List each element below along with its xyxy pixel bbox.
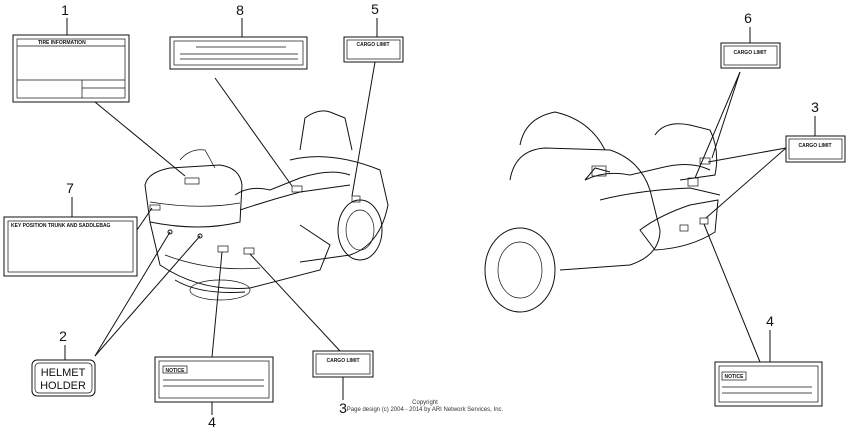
cargo-limit-text-6: CARGO LIMIT: [733, 50, 766, 56]
callout-3-bottom: 3: [339, 400, 347, 416]
label-5-cargo-limit[interactable]: CARGO LIMIT: [343, 36, 404, 63]
label-6-cargo-limit[interactable]: CARGO LIMIT: [720, 42, 781, 69]
callout-1: 1: [61, 2, 69, 18]
helmet-text-line1: HELMET: [41, 367, 86, 379]
label-4-notice-right[interactable]: NOTICE: [714, 361, 823, 407]
cargo-limit-text-5: CARGO LIMIT: [356, 42, 389, 48]
cargo-limit-text-3a: CARGO LIMIT: [798, 143, 831, 149]
callout-7: 7: [66, 180, 74, 196]
helmet-text-line2: HOLDER: [40, 380, 86, 392]
callout-2: 2: [59, 328, 67, 344]
callout-6: 6: [744, 10, 752, 26]
cargo-limit-text-3b: CARGO LIMIT: [326, 358, 359, 364]
key-position-text: KEY POSITION TRUNK AND SADDLEBAG: [11, 223, 111, 229]
leader-lines: [94, 61, 787, 363]
motorcycle-rear-view: [144, 110, 389, 301]
label-8-warning[interactable]: [169, 36, 308, 70]
label-4-notice-left[interactable]: NOTICE: [154, 356, 274, 403]
notice-text-right: NOTICE: [725, 374, 745, 380]
callout-4-right: 4: [766, 313, 774, 329]
tire-information-text: TIRE INFORMATION: [38, 40, 86, 46]
callout-3-right: 3: [811, 99, 819, 115]
label-7-key-position[interactable]: KEY POSITION TRUNK AND SADDLEBAG: [3, 216, 138, 277]
label-tire-information[interactable]: TIRE INFORMATION: [12, 34, 130, 103]
label-2-helmet-holder[interactable]: HELMET HOLDER: [31, 359, 96, 397]
callout-8: 8: [236, 2, 244, 18]
notice-text-left: NOTICE: [166, 368, 186, 374]
copyright-line1: Copyright: [412, 400, 438, 406]
copyright-line2: Page design (c) 2004 - 2014 by ARI Netwo…: [347, 407, 504, 413]
label-3-cargo-limit-right[interactable]: CARGO LIMIT: [785, 135, 846, 163]
callout-5: 5: [371, 1, 379, 17]
callout-4-left: 4: [208, 414, 216, 430]
label-3-cargo-limit-bottom[interactable]: CARGO LIMIT: [312, 350, 374, 378]
motorcycle-front-view: [484, 111, 721, 313]
